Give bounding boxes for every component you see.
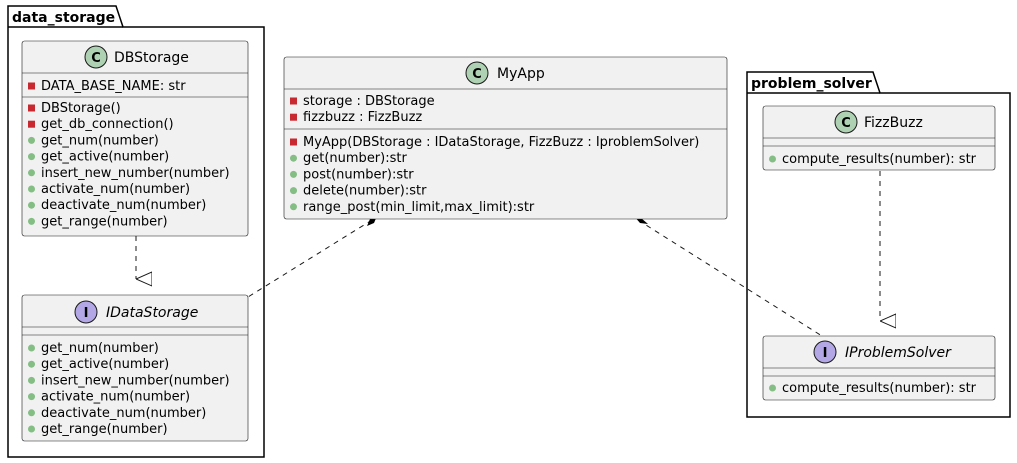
method: delete(number):str <box>303 184 427 199</box>
attribute: fizzbuzz : FizzBuzz <box>303 110 422 125</box>
method: compute_results(number): str <box>782 152 977 167</box>
method: compute_results(number): str <box>782 381 977 396</box>
method: activate_num(number) <box>41 390 190 405</box>
method: get_db_connection() <box>41 117 174 132</box>
method: deactivate_num(number) <box>41 198 206 213</box>
public-visibility-icon <box>769 384 776 392</box>
class-badge-icon <box>84 45 108 69</box>
private-visibility-icon <box>290 138 297 146</box>
method: insert_new_number(number) <box>41 166 230 181</box>
attribute: storage : DBStorage <box>303 94 435 109</box>
class-kind: I <box>823 346 828 361</box>
public-visibility-icon <box>28 169 35 177</box>
class-fizzbuzz[interactable]: C FizzBuzz compute_results(number): str <box>762 105 996 171</box>
private-visibility-icon <box>290 97 297 105</box>
public-visibility-icon <box>28 217 35 225</box>
method: get_range(number) <box>41 422 168 437</box>
private-visibility-icon <box>28 120 35 128</box>
public-visibility-icon <box>290 154 297 162</box>
package-title: problem_solver <box>751 76 872 92</box>
private-visibility-icon <box>28 104 35 112</box>
class-kind: C <box>472 67 482 82</box>
method: get_active(number) <box>41 150 169 165</box>
method: get_num(number) <box>41 133 159 148</box>
class-kind: I <box>84 306 89 321</box>
class-kind: C <box>91 51 101 66</box>
class-badge-icon <box>465 61 489 85</box>
private-visibility-icon <box>28 82 35 90</box>
method: post(number):str <box>303 167 414 182</box>
method: range_post(min_limit,max_limit):str <box>303 200 535 215</box>
class-name: DBStorage <box>114 50 189 66</box>
public-visibility-icon <box>28 409 35 417</box>
package-problem-solver: problem_solver <box>746 71 1011 418</box>
public-visibility-icon <box>28 376 35 384</box>
class-name: IProblemSolver <box>845 345 952 361</box>
public-visibility-icon <box>290 187 297 195</box>
method: insert_new_number(number) <box>41 373 230 388</box>
class-name: MyApp <box>497 66 545 82</box>
method: activate_num(number) <box>41 182 190 197</box>
public-visibility-icon <box>28 344 35 352</box>
method: deactivate_num(number) <box>41 406 206 421</box>
method: MyApp(DBStorage : IDataStorage, FizzBuzz… <box>303 135 699 150</box>
private-visibility-icon <box>290 113 297 121</box>
public-visibility-icon <box>769 155 776 163</box>
public-visibility-icon <box>290 170 297 178</box>
class-kind: C <box>841 116 851 131</box>
public-visibility-icon <box>28 185 35 193</box>
public-visibility-icon <box>28 360 35 368</box>
interface-badge-icon <box>74 300 98 324</box>
interface-idatastorage[interactable]: I IDataStorage get_num(number)get_active… <box>21 294 249 442</box>
public-visibility-icon <box>28 153 35 161</box>
class-name: IDataStorage <box>106 305 198 321</box>
attribute: DATA_BASE_NAME: str <box>41 79 186 94</box>
public-visibility-icon <box>28 136 35 144</box>
composition-myapp-iproblemsolver <box>637 219 823 337</box>
method: DBStorage() <box>41 101 121 116</box>
composition-myapp-idatastorage <box>247 219 373 298</box>
public-visibility-icon <box>28 393 35 401</box>
class-name: FizzBuzz <box>864 115 923 131</box>
method: get(number):str <box>303 151 407 166</box>
package-title: data_storage <box>12 10 115 26</box>
class-dbstorage[interactable]: C DBStorage DATA_BASE_NAME: strDBStorage… <box>21 40 249 237</box>
public-visibility-icon <box>28 201 35 209</box>
method: get_active(number) <box>41 357 169 372</box>
method: get_num(number) <box>41 341 159 356</box>
class-badge-icon <box>834 110 858 134</box>
interface-badge-icon <box>813 340 837 364</box>
public-visibility-icon <box>28 425 35 433</box>
interface-iproblemsolver[interactable]: I IProblemSolver compute_results(number)… <box>762 335 996 401</box>
method: get_range(number) <box>41 214 168 229</box>
public-visibility-icon <box>290 203 297 211</box>
package-data-storage: data_storage <box>7 5 265 458</box>
